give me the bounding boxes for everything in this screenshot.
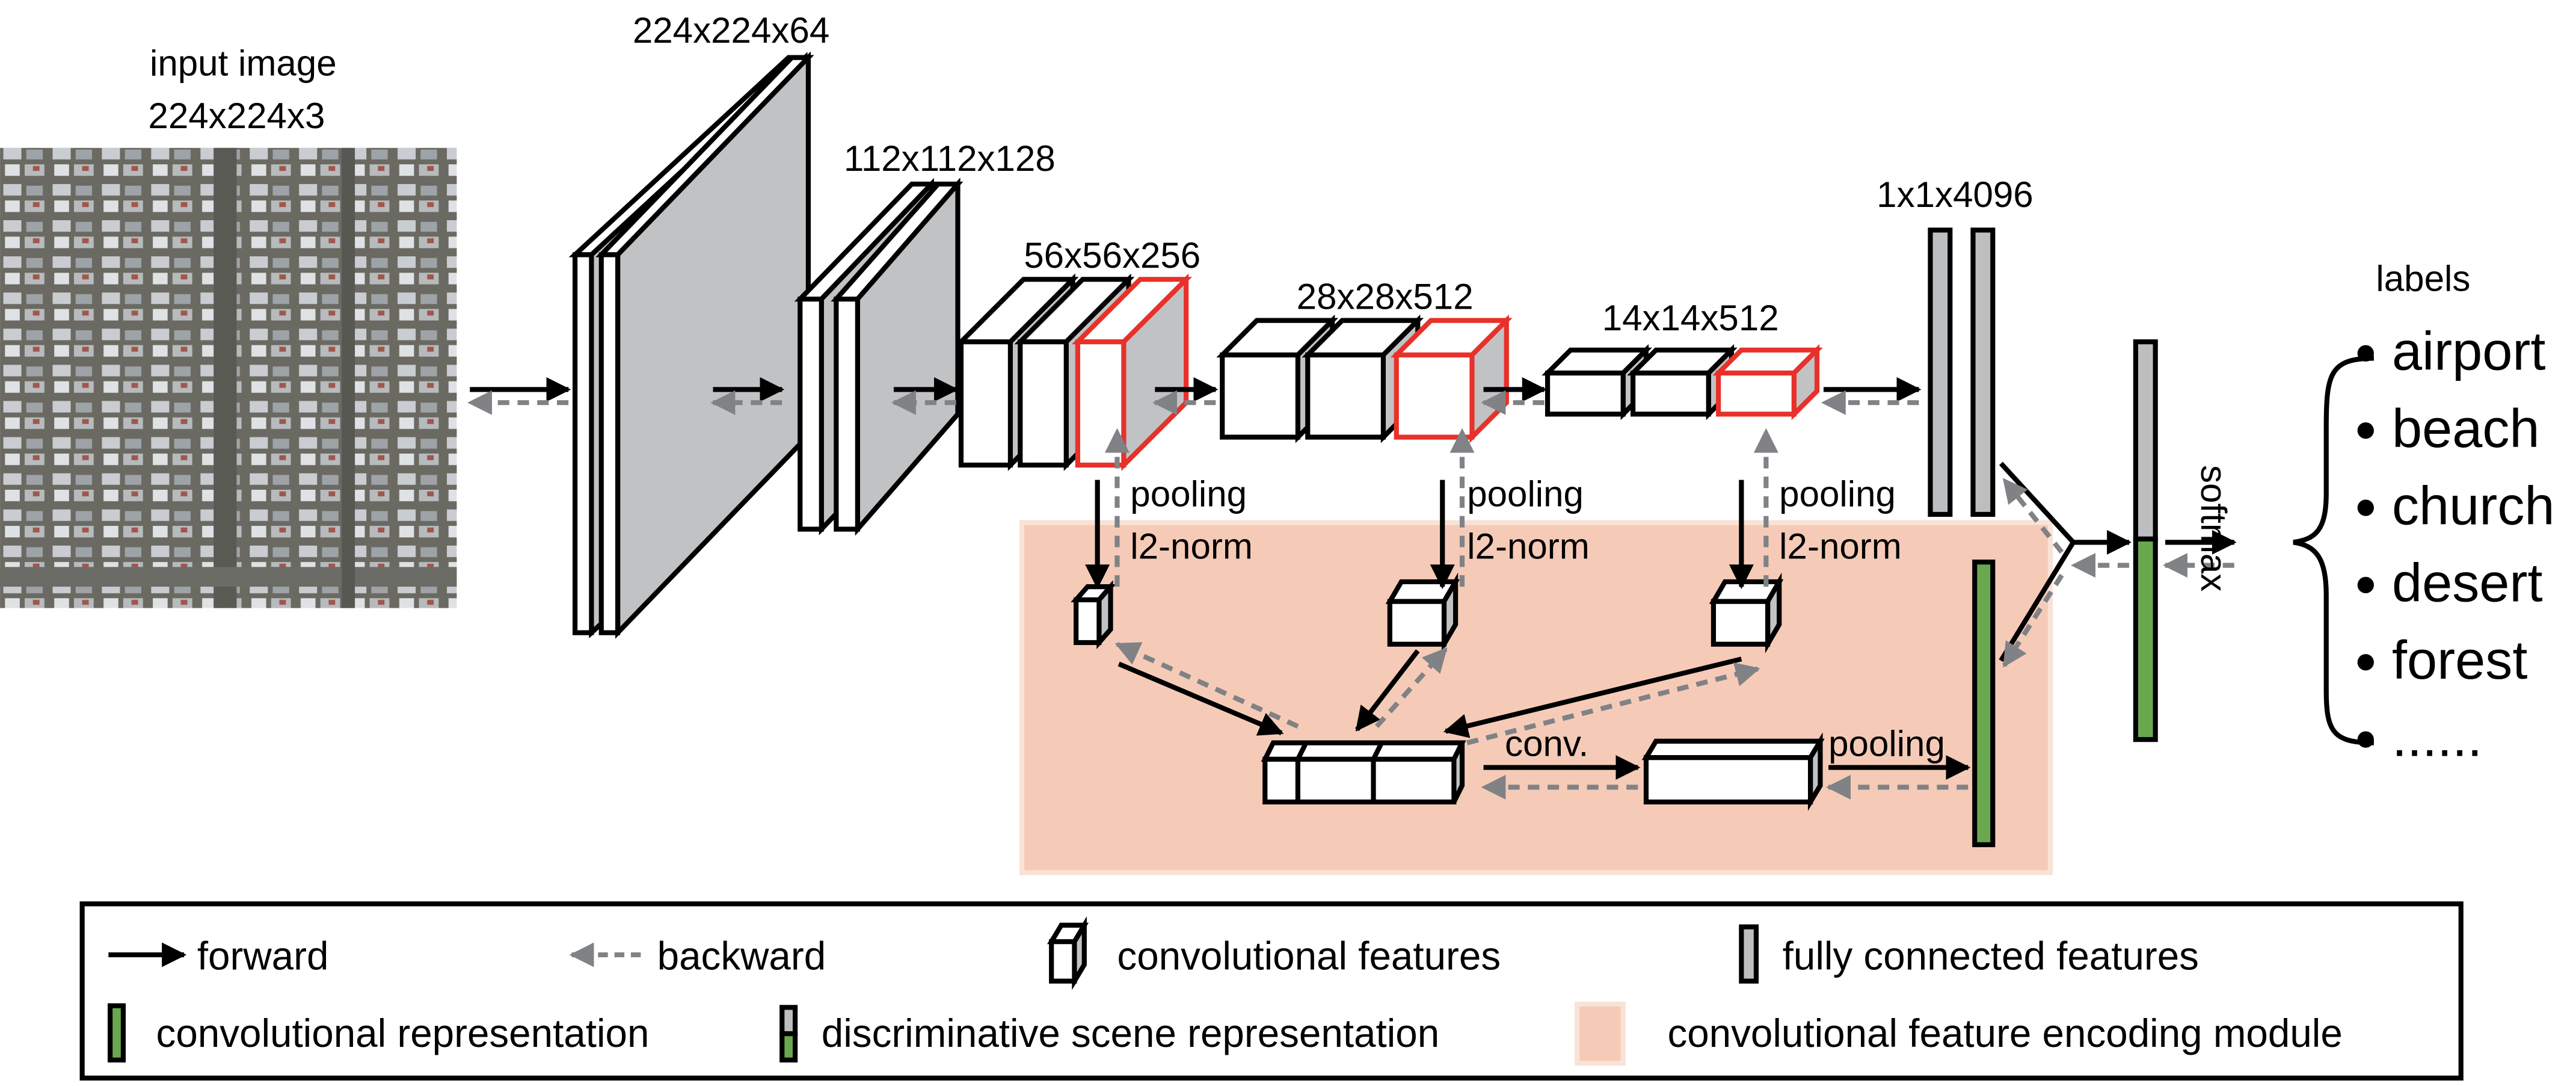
legend-conv-features-icon [1047,916,1089,990]
branch-1-pooling: pooling [1130,474,1247,514]
conv-block-2 [794,177,964,536]
branch-1-l2norm: l2-norm [1130,526,1253,567]
legend-conv-features: convolutional features [1117,934,1501,978]
conv-output-features [1641,732,1825,811]
bullet-icon [2357,499,2374,516]
branch-2-pooling: pooling [1467,474,1584,514]
branch-arrows [1085,428,1971,800]
layer-4-label: 28x28x512 [1297,277,1474,317]
branch-2-l2norm: l2-norm [1467,526,1590,567]
backward-arrow [2002,478,2064,554]
conv-block-1 [568,51,814,639]
fc-bar-2 [1970,227,1996,517]
forward-arrow [1117,661,1284,736]
backward-arrow [2002,573,2064,668]
forward-arrow [1443,656,1742,738]
label-item: church [2392,475,2555,536]
pooled-box-1 [1071,580,1116,649]
backward-arrow [1374,647,1448,729]
label-item: forest [2392,630,2527,691]
label-item: desert [2392,553,2542,614]
label-item: beach [2392,398,2540,459]
conv-box [1712,344,1823,421]
conv-label: conv. [1505,723,1588,764]
legend-fc-icon [1739,924,1759,984]
main-arrows [467,377,2237,668]
conv-block-3 [955,273,1193,471]
layer-1-label: 224x224x64 [633,10,829,51]
backward-arrow [1466,662,1760,745]
labels-brace [2293,356,2374,745]
conv-box [1390,314,1513,443]
conv-representation-bar [1972,560,1996,848]
softmax-label: softmax [2193,465,2234,591]
label-item: airport [2392,321,2545,382]
fc-label: 1x1x4096 [1877,174,2033,215]
legend-backward: backward [657,934,826,978]
pooled-feature-boxes [1071,572,1784,653]
input-image-size: 224x224x3 [148,96,325,136]
conv-block-5 [1542,344,1823,421]
bullet-icon [2357,422,2374,439]
concatenated-features [1261,740,1466,805]
layer-2-label: 112x112x128 [844,138,1056,179]
label-item: ...... [2392,707,2482,768]
legend-forward: forward [197,934,329,978]
legend-module-icon [1575,1001,1626,1066]
bullet-icon [2357,576,2374,594]
pooled-box-2 [1385,572,1460,653]
pooling-out-label: pooling [1828,723,1945,764]
branch-3-l2norm: l2-norm [1779,526,1902,567]
branch-3-pooling: pooling [1779,474,1896,514]
encoding-module-region [1019,520,2053,875]
legend-disc-representation: discriminative scene representation [822,1011,1439,1055]
legend: forward backward convolutional features … [79,901,2464,1081]
forward-arrow [1354,649,1420,732]
labels-list: airport beach church desert forest...... [2357,321,2555,768]
bullet-icon [2357,731,2374,748]
conv-box [1071,273,1193,471]
layer-3-label: 56x56x256 [1024,235,1200,276]
layer-5-label: 14x14x512 [1602,298,1779,338]
fc-bars [1928,227,1996,517]
legend-encoding-module: convolutional feature encoding module [1667,1011,2342,1055]
pooled-box-3 [1709,572,1784,653]
labels-title: labels [2376,258,2470,298]
bullet-icon [2357,345,2374,362]
legend-conv-representation: convolutional representation [156,1011,650,1055]
conv-block-4 [1216,314,1513,443]
legend-disc-rep-icon [779,1005,798,1063]
input-image [0,147,457,608]
legend-fc-features: fully connected features [1783,934,2199,978]
legend-conv-rep-icon [107,1003,126,1063]
bullet-icon [2357,654,2374,671]
input-image-title: input image [150,43,337,84]
fc-bar-1 [1928,227,1953,517]
discriminative-representation-bar [2133,339,2158,742]
backward-arrow [1114,641,1299,729]
